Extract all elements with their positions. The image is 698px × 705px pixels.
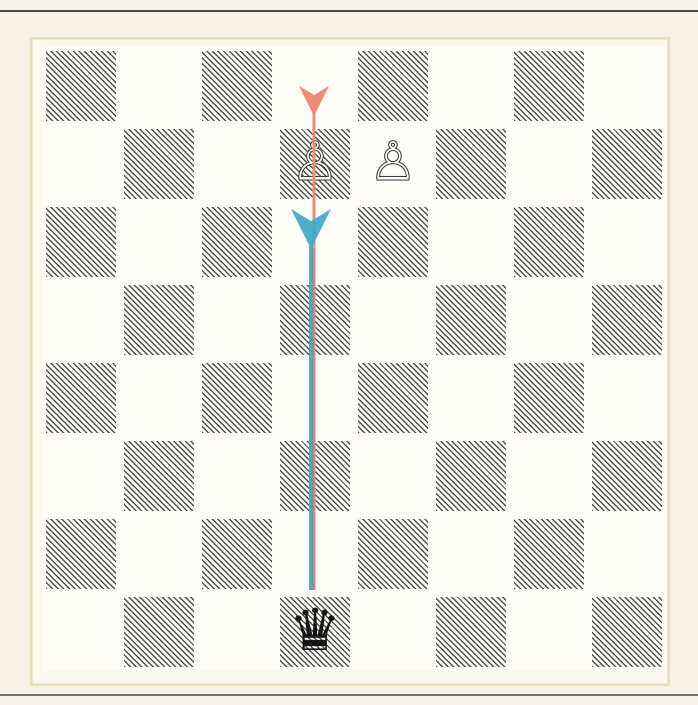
square-c5[interactable] — [198, 281, 276, 359]
square-a4[interactable] — [42, 359, 120, 437]
square-a5[interactable] — [42, 281, 120, 359]
square-b7[interactable] — [120, 125, 198, 203]
white-pawn-d7[interactable]: ♙ — [288, 135, 342, 193]
square-e8[interactable] — [354, 47, 432, 125]
square-h7[interactable] — [588, 125, 666, 203]
square-b3[interactable] — [120, 437, 198, 515]
square-c4[interactable] — [198, 359, 276, 437]
square-h1[interactable] — [588, 593, 666, 671]
dark-square-hatch — [358, 363, 428, 433]
dark-square-hatch — [592, 129, 662, 199]
dark-square-hatch — [202, 519, 272, 589]
page-top-rule — [0, 10, 698, 12]
square-b1[interactable] — [120, 593, 198, 671]
square-a7[interactable] — [42, 125, 120, 203]
dark-square-hatch — [202, 363, 272, 433]
square-f7[interactable] — [432, 125, 510, 203]
square-b2[interactable] — [120, 515, 198, 593]
square-f8[interactable] — [432, 47, 510, 125]
dark-square-hatch — [46, 207, 116, 277]
square-a8[interactable] — [42, 47, 120, 125]
square-g3[interactable] — [510, 437, 588, 515]
square-g8[interactable] — [510, 47, 588, 125]
square-e6[interactable] — [354, 203, 432, 281]
dark-square-hatch — [358, 207, 428, 277]
square-g2[interactable] — [510, 515, 588, 593]
square-c6[interactable] — [198, 203, 276, 281]
dark-square-hatch — [592, 597, 662, 667]
page-bottom-rule — [0, 694, 698, 696]
dark-square-hatch — [514, 207, 584, 277]
square-a2[interactable] — [42, 515, 120, 593]
dark-square-hatch — [358, 51, 428, 121]
square-h2[interactable] — [588, 515, 666, 593]
dark-square-hatch — [124, 129, 194, 199]
square-h8[interactable] — [588, 47, 666, 125]
square-e4[interactable] — [354, 359, 432, 437]
square-a1[interactable] — [42, 593, 120, 671]
square-a6[interactable] — [42, 203, 120, 281]
dark-square-hatch — [436, 129, 506, 199]
square-d2[interactable] — [276, 515, 354, 593]
dark-square-hatch — [124, 441, 194, 511]
square-h3[interactable] — [588, 437, 666, 515]
square-e2[interactable] — [354, 515, 432, 593]
black-queen-d1[interactable]: ♛ — [288, 601, 342, 659]
square-h6[interactable] — [588, 203, 666, 281]
square-d6[interactable] — [276, 203, 354, 281]
square-g7[interactable] — [510, 125, 588, 203]
square-c8[interactable] — [198, 47, 276, 125]
dark-square-hatch — [436, 441, 506, 511]
square-g4[interactable] — [510, 359, 588, 437]
square-h5[interactable] — [588, 281, 666, 359]
square-e5[interactable] — [354, 281, 432, 359]
dark-square-hatch — [46, 51, 116, 121]
square-b6[interactable] — [120, 203, 198, 281]
dark-square-hatch — [436, 285, 506, 355]
dark-square-hatch — [46, 363, 116, 433]
square-f4[interactable] — [432, 359, 510, 437]
dark-square-hatch — [514, 519, 584, 589]
square-e3[interactable] — [354, 437, 432, 515]
square-f3[interactable] — [432, 437, 510, 515]
dark-square-hatch — [202, 51, 272, 121]
square-d8[interactable] — [276, 47, 354, 125]
square-h4[interactable] — [588, 359, 666, 437]
dark-square-hatch — [514, 51, 584, 121]
square-d4[interactable] — [276, 359, 354, 437]
dark-square-hatch — [592, 441, 662, 511]
square-b4[interactable] — [120, 359, 198, 437]
dark-square-hatch — [124, 597, 194, 667]
square-d3[interactable] — [276, 437, 354, 515]
square-b8[interactable] — [120, 47, 198, 125]
square-f5[interactable] — [432, 281, 510, 359]
dark-square-hatch — [514, 363, 584, 433]
dark-square-hatch — [124, 285, 194, 355]
square-c7[interactable] — [198, 125, 276, 203]
square-c2[interactable] — [198, 515, 276, 593]
square-d5[interactable] — [276, 281, 354, 359]
chess-board[interactable]: ♙ ♙ ♛ — [42, 47, 666, 671]
square-a3[interactable] — [42, 437, 120, 515]
dark-square-hatch — [280, 285, 350, 355]
square-g5[interactable] — [510, 281, 588, 359]
dark-square-hatch — [280, 441, 350, 511]
square-e1[interactable] — [354, 593, 432, 671]
square-f2[interactable] — [432, 515, 510, 593]
dark-square-hatch — [202, 207, 272, 277]
square-g6[interactable] — [510, 203, 588, 281]
dark-square-hatch — [592, 285, 662, 355]
square-b5[interactable] — [120, 281, 198, 359]
square-f6[interactable] — [432, 203, 510, 281]
square-f1[interactable] — [432, 593, 510, 671]
dark-square-hatch — [436, 597, 506, 667]
square-c3[interactable] — [198, 437, 276, 515]
square-c1[interactable] — [198, 593, 276, 671]
white-pawn-e7[interactable]: ♙ — [366, 135, 420, 193]
square-g1[interactable] — [510, 593, 588, 671]
dark-square-hatch — [46, 519, 116, 589]
dark-square-hatch — [358, 519, 428, 589]
